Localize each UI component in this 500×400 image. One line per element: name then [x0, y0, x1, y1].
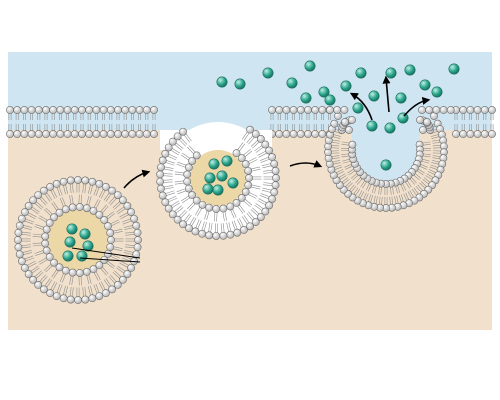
secretory-molecule: [227, 177, 239, 189]
secretory-molecule: [368, 90, 380, 102]
vesicle-stage-1: [14, 176, 142, 304]
secretory-molecule: [79, 228, 91, 240]
secretory-molecule: [300, 92, 312, 104]
secretory-molecule: [82, 240, 94, 252]
secretory-molecule: [204, 172, 216, 184]
secretory-molecule: [318, 86, 330, 98]
secretory-molecule: [208, 158, 220, 170]
secretory-molecule: [304, 60, 316, 72]
secretory-molecule: [340, 80, 352, 92]
secretory-molecule: [397, 112, 409, 124]
secretory-molecule: [216, 170, 228, 182]
secretory-molecule: [431, 86, 443, 98]
secretory-molecule: [216, 76, 228, 88]
secretory-molecule: [76, 250, 88, 262]
secretory-molecule: [324, 94, 336, 106]
secretory-molecule: [366, 120, 378, 132]
secretory-molecule: [66, 223, 78, 235]
secretory-molecule: [64, 236, 76, 248]
secretory-molecule: [262, 67, 274, 79]
release-arrow-left: [349, 92, 373, 121]
secretory-molecule: [385, 67, 397, 79]
membrane-segment: [452, 106, 496, 138]
release-arrow-up: [382, 75, 391, 113]
secretory-molecule: [404, 64, 416, 76]
secretory-molecule: [221, 155, 233, 167]
secretory-molecule: [395, 92, 407, 104]
secretory-molecule: [202, 183, 214, 195]
arrow-stage-1-to-2: [123, 169, 151, 189]
secretory-molecule: [384, 122, 396, 134]
pointer-line-a: [71, 247, 141, 259]
vesicle-membranes: [14, 106, 455, 304]
secretory-molecules: [62, 60, 460, 262]
secretory-molecule: [62, 250, 74, 262]
membrane-segment: [6, 106, 158, 138]
secretory-molecule: [286, 77, 298, 89]
secretory-molecule: [419, 79, 431, 91]
secretory-molecule: [352, 102, 364, 114]
pointer-line-b: [79, 257, 141, 263]
secretory-molecule: [212, 184, 224, 196]
arrow-stage-2-to-3: [289, 160, 323, 168]
secretory-molecule: [448, 63, 460, 75]
secretory-molecule: [380, 159, 392, 171]
secretory-molecule: [234, 78, 246, 90]
vesicle-stage-3-fused: [324, 106, 455, 212]
release-arrow-right: [403, 96, 431, 117]
secretory-molecule: [355, 67, 367, 79]
process-arrows: [71, 75, 431, 263]
